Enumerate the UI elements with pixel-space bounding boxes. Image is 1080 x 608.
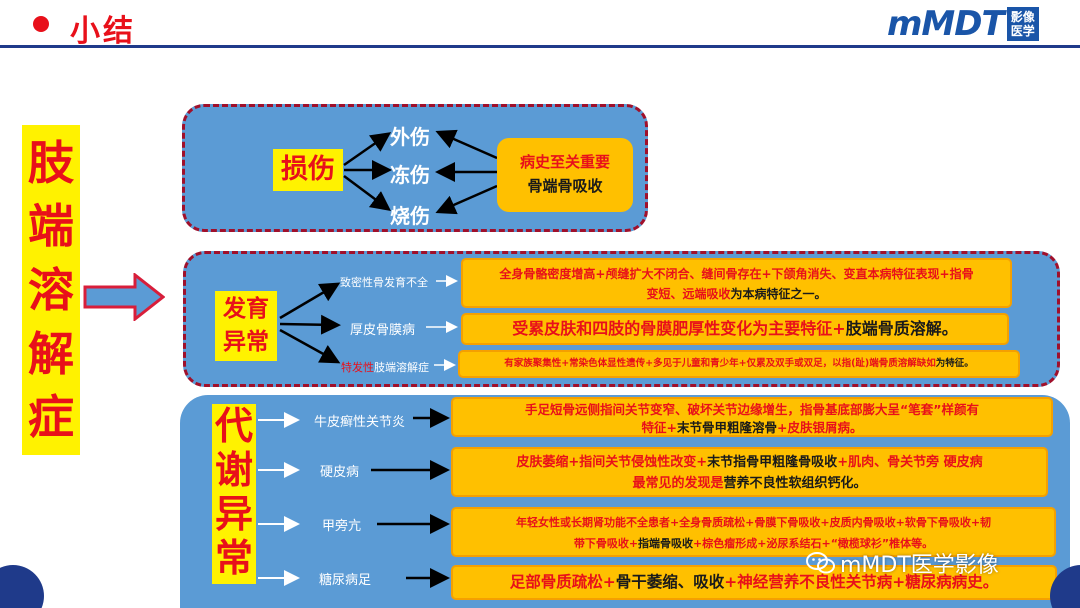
meta-desc-black: 末节指骨甲粗隆骨吸收 [707, 455, 838, 470]
dev-desc-black: 肢端骨质溶解。 [845, 319, 958, 338]
meta-desc-black: 末节骨甲粗隆溶骨 [676, 420, 777, 435]
meta-desc-box: 皮肤萎缩+指间关节侵蚀性改变+末节指骨甲粗隆骨吸收+肌肉、骨关节旁 硬皮病 最常… [451, 447, 1048, 497]
main-title-char: 肢 [28, 135, 74, 190]
meta-row-name: 硬皮病 [320, 465, 360, 480]
logo-main-text: mMDT [887, 4, 1005, 44]
dev-row-name-red: 特发性 [341, 361, 374, 374]
main-title-char: 解 [28, 326, 74, 381]
meta-row-name: 糖尿病足 [319, 573, 372, 588]
meta-desc-box: 手足短骨远侧指间关节变窄、破坏关节边缘增生，指骨基底部膨大呈“笔套”样颜有 特征… [451, 397, 1053, 437]
metabolic-label-char: 异 [214, 492, 253, 536]
main-title-char: 端 [28, 199, 74, 254]
meta-desc-box: 年轻女性或长期肾功能不全患者+全身骨质疏松+骨膜下骨吸收+皮质内骨吸收+软骨下骨… [451, 507, 1056, 557]
development-label: 发育 异常 [215, 291, 277, 361]
meta-desc-red: 带下骨吸收+ [573, 537, 639, 550]
wechat-icon [806, 552, 835, 574]
header-divider [0, 45, 1080, 48]
meta-desc-red: 皮肤萎缩+指间关节侵蚀性改变+ [516, 455, 708, 470]
logo-sub-box: 影像 医学 [1006, 7, 1039, 41]
dev-row-name: 致密性骨发育不全 [340, 276, 428, 289]
main-topic-title: 肢 端 溶 解 症 [22, 125, 80, 455]
watermark: mMDT医学影像 [806, 547, 999, 579]
meta-desc-black: 骨干萎缩、吸收 [615, 573, 725, 591]
meta-desc-red: 最常见的发现是 [632, 476, 724, 491]
dev-desc-box: 有家族聚集性+常染色体显性遗传+多见于儿童和青少年+仅累及双手或双足，以指(趾)… [458, 350, 1020, 378]
dev-desc-line: 变短、远端吸收为本病特征之一。 [463, 284, 1010, 304]
metabolic-label: 代 谢 异 常 [212, 404, 256, 584]
main-title-char: 溶 [28, 262, 74, 317]
meta-desc-box: 足部骨质疏松+骨干萎缩、吸收+神经营养不良性关节病+糖尿病病史。 [451, 565, 1057, 600]
meta-desc-red: +肌肉、骨关节旁 硬皮病 [837, 455, 983, 470]
meta-desc-red: +棕色瘤形成+泌尿系结石+“橄榄球衫”椎体等。 [693, 537, 934, 550]
corner-decoration [0, 565, 44, 608]
injury-item-burn: 烧伤 [390, 204, 430, 228]
dev-row-name: 厚皮骨膜病 [350, 323, 416, 338]
meta-desc-red: 足部骨质疏松+ [509, 573, 616, 591]
metabolic-label-char: 常 [214, 536, 253, 580]
meta-desc-line: 特征+末节骨甲粗隆溶骨+皮肤银屑病。 [453, 419, 1051, 437]
development-label-line1: 发育 [223, 296, 269, 322]
right-arrow-icon [83, 273, 165, 321]
injury-item-frostbite: 冻伤 [390, 163, 430, 187]
development-label-line2: 异常 [223, 329, 269, 355]
dev-desc-black: 为特征。 [935, 358, 974, 369]
dev-desc-line: 全身骨骼密度增高+颅缝扩大不闭合、缝间骨存在+下颌角消失、变直本病特征表现+指骨 [499, 267, 974, 281]
meta-desc-line: 皮肤萎缩+指间关节侵蚀性改变+末节指骨甲粗隆骨吸收+肌肉、骨关节旁 硬皮病 [453, 452, 1046, 473]
injury-label: 损伤 [273, 149, 343, 191]
logo-sub-2: 医学 [1010, 24, 1035, 38]
logo-sub-1: 影像 [1010, 10, 1035, 24]
meta-desc-red: +皮肤银屑病。 [777, 420, 863, 435]
dev-desc-box: 全身骨骼密度增高+颅缝扩大不闭合、缝间骨存在+下颌角消失、变直本病特征表现+指骨… [461, 258, 1012, 308]
mmdt-logo: mMDT 影像 医学 [887, 5, 1039, 43]
title-bullet-icon [33, 16, 49, 32]
metabolic-label-char: 谢 [214, 448, 253, 492]
injury-note-box: 病史至关重要 骨端骨吸收 [497, 138, 633, 212]
meta-row-name: 甲旁亢 [322, 519, 362, 534]
dev-desc-red: 有家族聚集性+常染色体显性遗传+多见于儿童和青少年+仅累及双手或双足，以指(趾)… [504, 358, 936, 369]
injury-note-line1: 病史至关重要 [519, 153, 610, 171]
header-bar: 小结 mMDT 影像 医学 [0, 0, 1080, 50]
meta-desc-line: 带下骨吸收+指端骨吸收+棕色瘤形成+泌尿系结石+“橄榄球衫”椎体等。 [453, 533, 1054, 554]
dev-desc-red: 受累皮肤和四肢的骨膜肥厚性变化为主要特征+ [512, 319, 846, 338]
watermark-text: mMDT医学影像 [840, 553, 999, 578]
dev-row-name-white: 肢端溶解症 [374, 361, 429, 374]
meta-desc-red: 特征+ [641, 420, 677, 435]
dev-desc-red: 变短、远端吸收 [646, 287, 731, 301]
meta-desc-black: 指端骨吸收 [638, 537, 694, 550]
dev-desc-black: 为本病特征之一。 [730, 287, 827, 301]
injury-item-trauma: 外伤 [390, 125, 430, 149]
meta-desc-line: 年轻女性或长期肾功能不全患者+全身骨质疏松+骨膜下骨吸收+皮质内骨吸收+软骨下骨… [515, 516, 992, 529]
meta-desc-line: 手足短骨远侧指间关节变窄、破坏关节边缘增生，指骨基底部膨大呈“笔套”样颜有 [525, 402, 979, 417]
metabolic-label-char: 代 [214, 404, 253, 448]
meta-row-name: 牛皮癣性关节炎 [314, 415, 406, 430]
meta-desc-line: 最常见的发现是营养不良性软组织钙化。 [453, 473, 1046, 494]
page-title: 小结 [70, 14, 136, 49]
meta-desc-red: +神经营养不良性关节病+糖尿病病史。 [724, 573, 999, 591]
dev-row-name: 特发性肢端溶解症 [341, 359, 429, 375]
dev-desc-box: 受累皮肤和四肢的骨膜肥厚性变化为主要特征+肢端骨质溶解。 [461, 313, 1009, 345]
meta-desc-black: 营养不良性软组织钙化。 [723, 476, 867, 491]
injury-note-line2: 骨端骨吸收 [527, 177, 603, 195]
main-title-char: 症 [28, 390, 74, 445]
